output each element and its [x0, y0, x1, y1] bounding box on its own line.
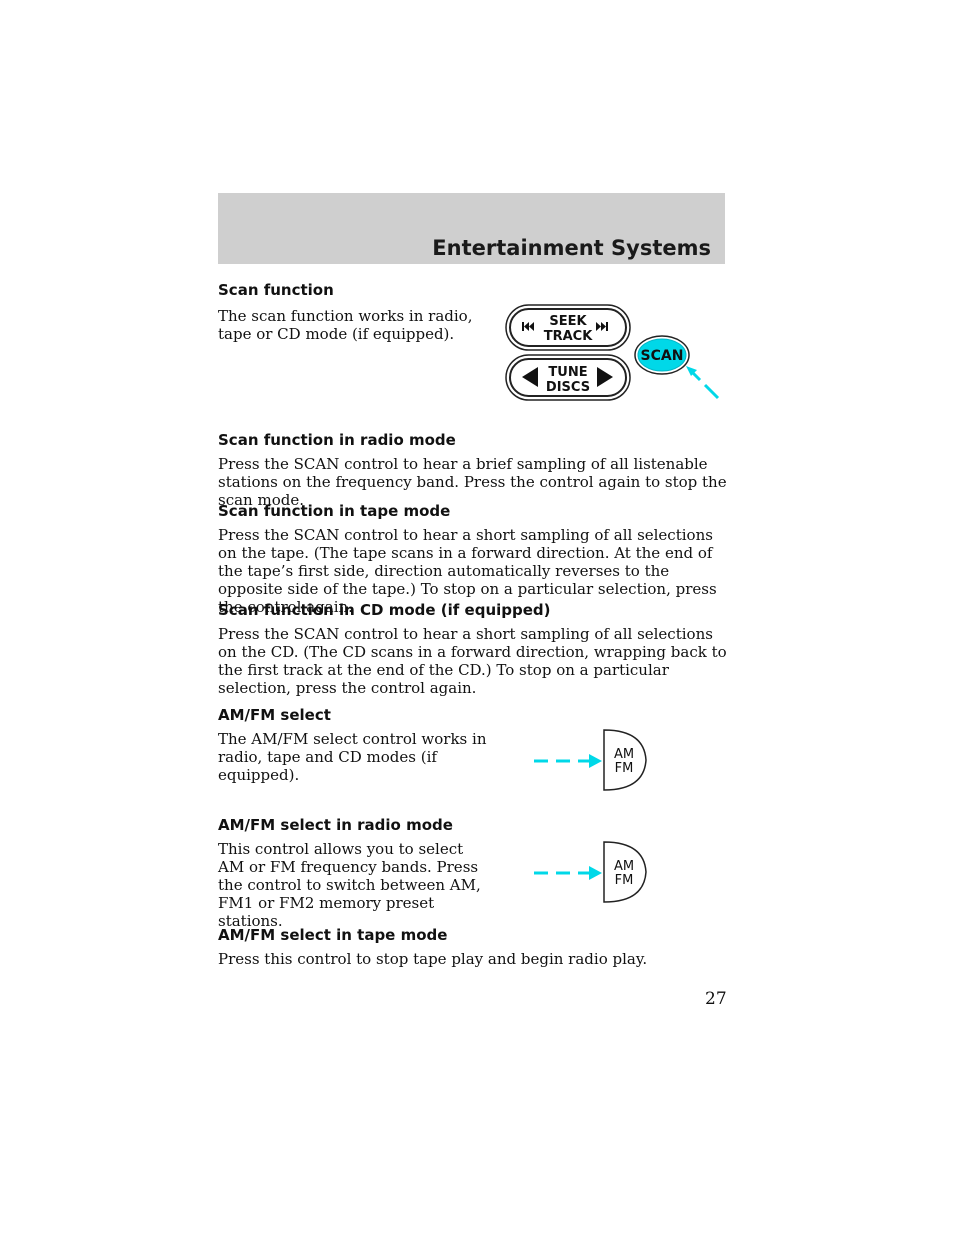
heading-amfm-select: AM/FM select: [218, 706, 331, 724]
amfm-button-figure-2: AM FM: [534, 841, 647, 903]
tune-up-icon: [597, 367, 613, 387]
paragraph-scan-function: The scan function works in radio, tape o…: [218, 307, 473, 343]
heading-scan-cd-mode: Scan function in CD mode (if equipped): [218, 601, 551, 619]
seek-track-button: SEEK TRACK: [505, 304, 631, 351]
section-title: Entertainment Systems: [432, 236, 711, 260]
paragraph-amfm-tape-mode: Press this control to stop tape play and…: [218, 950, 648, 968]
discs-label: DISCS: [546, 380, 590, 395]
pointer-arrow-icon: [686, 366, 720, 400]
scan-label: SCAN: [641, 348, 684, 364]
heading-scan-function: Scan function: [218, 281, 334, 299]
scan-control-figure: SEEK TRACK TUNE DISCS SCAN: [505, 304, 720, 401]
tune-discs-button: TUNE DISCS: [505, 354, 631, 401]
tune-down-icon: [522, 367, 538, 387]
scan-button: SCAN: [634, 335, 690, 375]
paragraph-scan-cd-mode: Press the SCAN control to hear a short s…: [218, 625, 727, 697]
fm-label: FM: [615, 761, 634, 776]
fm-label: FM: [615, 873, 634, 888]
section-header-bar: Entertainment Systems: [218, 193, 725, 264]
seek-label: SEEK: [549, 314, 587, 329]
paragraph-amfm-radio-mode: This control allows you to select AM or …: [218, 840, 481, 930]
am-label: AM: [614, 859, 634, 874]
amfm-button-figure-1: AM FM: [534, 729, 647, 791]
tune-label: TUNE: [548, 365, 587, 380]
heading-scan-tape-mode: Scan function in tape mode: [218, 502, 451, 520]
paragraph-amfm-select: The AM/FM select control works in radio,…: [218, 730, 487, 784]
seek-previous-icon: [522, 322, 534, 331]
dashed-arrow-icon: [534, 866, 602, 880]
heading-scan-radio-mode: Scan function in radio mode: [218, 431, 456, 449]
heading-amfm-radio-mode: AM/FM select in radio mode: [218, 816, 453, 834]
amfm-button: [603, 729, 647, 791]
page-number: 27: [705, 989, 727, 1009]
seek-next-icon: [596, 322, 608, 331]
amfm-button: [603, 841, 647, 903]
am-label: AM: [614, 747, 634, 762]
heading-amfm-tape-mode: AM/FM select in tape mode: [218, 926, 448, 944]
paragraph-scan-radio-mode: Press the SCAN control to hear a brief s…: [218, 455, 727, 509]
track-label: TRACK: [544, 329, 593, 344]
dashed-arrow-icon: [534, 754, 602, 768]
paragraph-scan-tape-mode: Press the SCAN control to hear a short s…: [218, 526, 717, 616]
